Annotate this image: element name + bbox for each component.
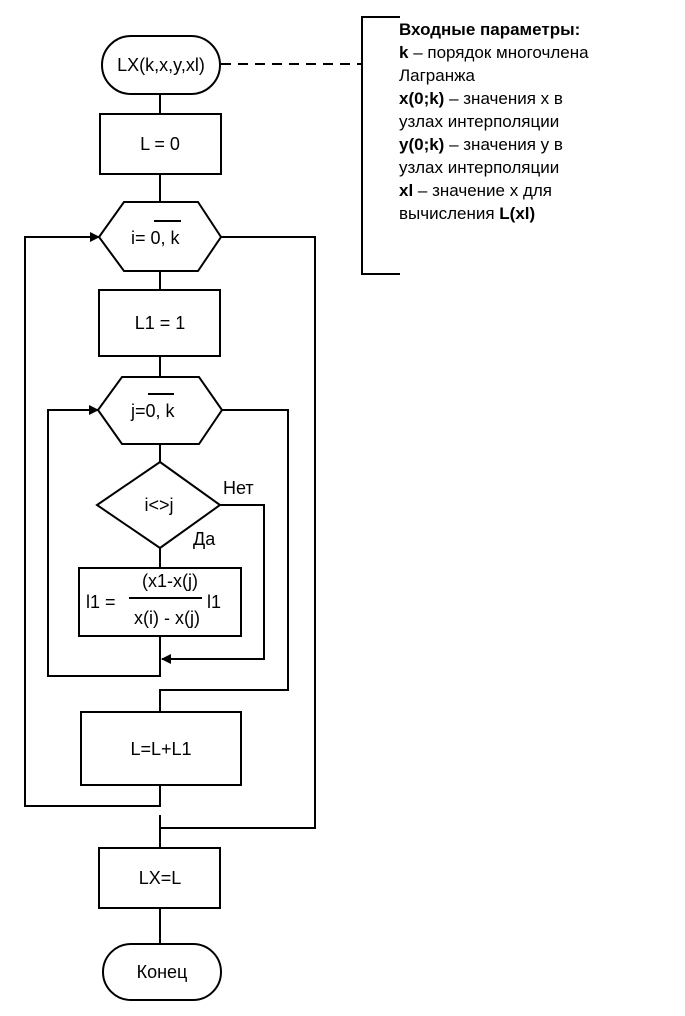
- note-line-8: вычисления L(xl): [399, 204, 536, 223]
- note-line-2: Лагранжа: [399, 66, 475, 85]
- formula-lhs: l1 =: [86, 592, 116, 612]
- note-line-5: y(0;k) – значения у в: [399, 135, 563, 154]
- init-l-label: L = 0: [140, 134, 180, 154]
- yes-label: Да: [193, 529, 216, 549]
- formula-rhs: l1: [207, 592, 221, 612]
- input-parameters-note: Входные параметры: k – порядок многочлен…: [399, 18, 679, 225]
- init-l-process: L = 0: [99, 113, 222, 175]
- loop-j-hexagon: j=0, k: [96, 376, 224, 445]
- formula-denominator: x(i) - x(j): [134, 608, 200, 628]
- start-terminator: LX(k,x,y,xl): [101, 35, 221, 95]
- init-l1-process: L1 = 1: [98, 289, 221, 357]
- connectors: [24, 16, 400, 944]
- loop-i-hexagon: i= 0, k: [97, 201, 223, 272]
- condition-diamond: i<>j Нет Да: [95, 460, 254, 550]
- no-label: Нет: [223, 478, 254, 498]
- note-title: Входные параметры:: [399, 20, 581, 39]
- end-terminator: Конец: [102, 943, 222, 1001]
- assign-process: LX=L: [98, 847, 221, 909]
- loop-i-label: i= 0, k: [131, 228, 181, 248]
- condition-label: i<>j: [144, 495, 173, 515]
- note-line-6: узлах интерполяции: [399, 158, 560, 177]
- note-line-7: xl – значение х для: [399, 181, 552, 200]
- accumulate-process: L=L+L1: [80, 711, 242, 786]
- loop-j-label: j=0, k: [130, 401, 176, 421]
- accumulate-label: L=L+L1: [130, 739, 191, 759]
- note-line-1: k – порядок многочлена: [399, 43, 589, 62]
- note-line-3: x(0;k) – значения х в: [399, 89, 563, 108]
- init-l1-label: L1 = 1: [135, 313, 186, 333]
- end-label: Конец: [137, 962, 188, 982]
- start-label: LX(k,x,y,xl): [117, 55, 205, 75]
- assign-label: LX=L: [139, 868, 182, 888]
- note-line-4: узлах интерполяции: [399, 112, 560, 131]
- formula-process: l1 = (x1-x(j) x(i) - x(j) l1: [78, 567, 242, 637]
- formula-numerator: (x1-x(j): [142, 571, 198, 591]
